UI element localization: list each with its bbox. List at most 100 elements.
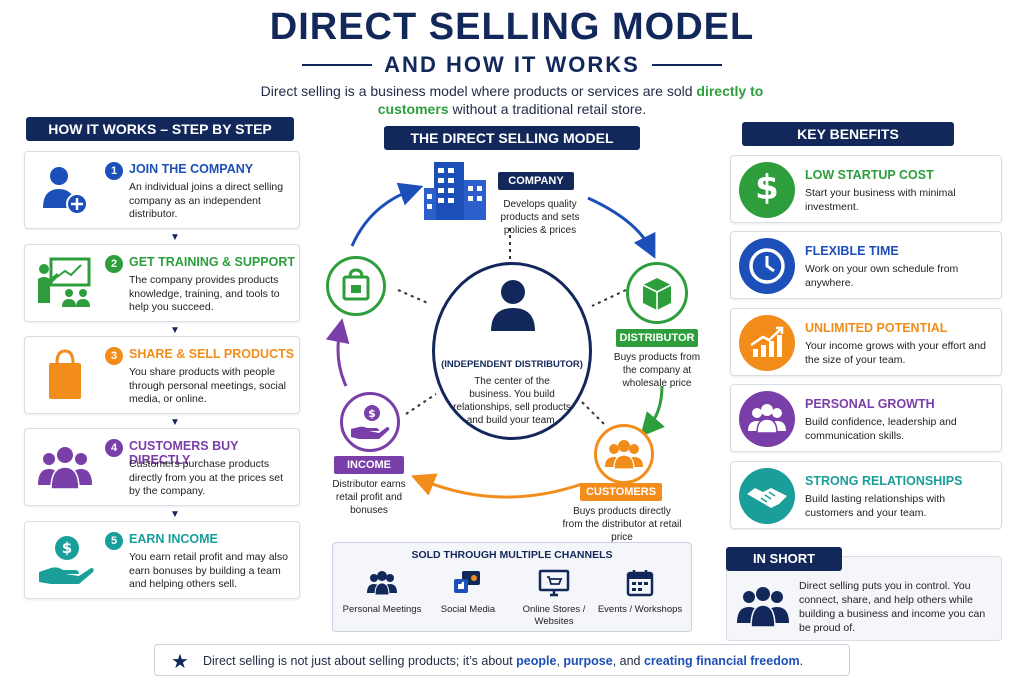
benefit-card-2: FLEXIBLE TIME Work on your own schedule … bbox=[730, 231, 1002, 299]
step-card-5: $ 5 EARN INCOME You earn retail profit a… bbox=[24, 521, 300, 599]
channel-item: Social Media bbox=[425, 569, 511, 616]
benefit-title: FLEXIBLE TIME bbox=[805, 244, 899, 258]
clock-icon bbox=[739, 238, 795, 294]
benefit-card-1: $ LOW STARTUP COST Start your business w… bbox=[730, 155, 1002, 223]
channel-item: Personal Meetings bbox=[339, 569, 425, 616]
step-desc: You share products with people through p… bbox=[129, 366, 287, 405]
footer-purpose: purpose bbox=[563, 654, 613, 668]
model-header: THE DIRECT SELLING MODEL bbox=[384, 126, 640, 150]
money-hand-icon: $ bbox=[39, 536, 94, 584]
step-title: GET TRAINING & SUPPORT bbox=[129, 255, 295, 269]
benefits-header: KEY BENEFITS bbox=[742, 122, 954, 146]
step-card-1: 1 JOIN THE COMPANY An individual joins a… bbox=[24, 151, 300, 229]
step-number: 4 bbox=[105, 439, 123, 457]
step-number: 1 bbox=[105, 162, 123, 180]
step-card-4: 4 CUSTOMERS BUY DIRECTLY Customers purch… bbox=[24, 428, 300, 506]
customers-group-icon bbox=[38, 447, 92, 490]
step-title: JOIN THE COMPANY bbox=[129, 162, 254, 176]
channel-item: Online Stores / Websites bbox=[511, 569, 597, 628]
you-desc: The center of the business. You build re… bbox=[453, 376, 571, 426]
intro-text: Direct selling is a business model where… bbox=[250, 82, 774, 118]
people-icon bbox=[367, 571, 397, 596]
footer-sep: , bbox=[556, 654, 564, 668]
customers-circle bbox=[594, 424, 654, 484]
company-label: COMPANY bbox=[498, 172, 574, 190]
benefit-card-3: UNLIMITED POTENTIAL Your income grows wi… bbox=[730, 308, 1002, 376]
intro-part-2: without a traditional retail store. bbox=[448, 101, 647, 117]
intro-part-1: Direct selling is a business model where… bbox=[260, 83, 697, 99]
subtitle-row: AND HOW IT WORKS bbox=[0, 52, 1024, 78]
income-circle: $ bbox=[340, 392, 400, 452]
you-circle: YOU (INDEPENDENT DISTRIBUTOR) The center… bbox=[432, 262, 592, 440]
channels-title: SOLD THROUGH MULTIPLE CHANNELS bbox=[411, 549, 613, 561]
user-icon bbox=[491, 280, 535, 331]
footer-text: Direct selling is not just about selling… bbox=[203, 654, 803, 668]
online-store-icon bbox=[538, 569, 570, 597]
step-desc: The company provides products knowledge,… bbox=[129, 274, 280, 313]
in-short-text: Direct selling puts you in control. You … bbox=[799, 580, 986, 634]
in-short-title: IN SHORT bbox=[726, 547, 842, 571]
arrow-down-icon: ▼ bbox=[170, 232, 180, 243]
subtitle-divider-left bbox=[302, 64, 373, 66]
product-circle bbox=[326, 256, 386, 316]
step-card-3: 3 SHARE & SELL PRODUCTS You share produc… bbox=[24, 336, 300, 414]
step-desc: Customers purchase products directly fro… bbox=[129, 458, 284, 497]
footer-end: . bbox=[799, 654, 804, 668]
person-add-icon bbox=[43, 167, 88, 215]
page-subtitle: AND HOW IT WORKS bbox=[384, 52, 640, 77]
svg-text:$: $ bbox=[368, 407, 376, 420]
benefit-desc: Start your business with minimal investm… bbox=[805, 187, 956, 213]
you-sublabel: (INDEPENDENT DISTRIBUTOR) bbox=[441, 359, 583, 370]
you-label: YOU bbox=[500, 340, 524, 352]
channel-label: Social Media bbox=[440, 604, 496, 615]
steps-header: HOW IT WORKS – STEP BY STEP bbox=[26, 117, 294, 141]
shopping-bag-icon bbox=[49, 349, 81, 399]
income-label: INCOME bbox=[334, 456, 404, 474]
calendar-icon bbox=[626, 570, 654, 597]
benefit-desc: Your income grows with your effort and t… bbox=[805, 340, 986, 366]
channel-item: Events / Workshops bbox=[597, 569, 683, 616]
step-card-2: 2 GET TRAINING & SUPPORT The company pro… bbox=[24, 244, 300, 322]
step-number: 2 bbox=[105, 255, 123, 273]
distributor-desc: Buys products from the company at wholes… bbox=[613, 352, 701, 389]
team-icon bbox=[737, 587, 789, 628]
step-title: CUSTOMERS BUY DIRECTLY bbox=[129, 439, 239, 467]
customers-label: CUSTOMERS bbox=[580, 483, 662, 501]
company-desc: Develops quality products and sets polic… bbox=[500, 199, 580, 236]
distributor-label: DISTRIBUTOR bbox=[616, 329, 698, 347]
money-hand-icon: $ bbox=[351, 405, 390, 439]
step-title: SHARE & SELL PRODUCTS bbox=[129, 347, 295, 361]
benefit-card-5: STRONG RELATIONSHIPS Build lasting relat… bbox=[730, 461, 1002, 529]
training-board-icon bbox=[38, 257, 91, 307]
subtitle-divider-right bbox=[651, 64, 722, 66]
income-desc: Distributor earns retail profit and bonu… bbox=[332, 479, 406, 516]
footer-banner: ★ Direct selling is not just about selli… bbox=[154, 644, 850, 676]
footer-part: Direct selling is not just about selling… bbox=[203, 654, 517, 668]
arrow-down-icon: ▼ bbox=[170, 509, 180, 520]
benefit-desc: Build lasting relationships with custome… bbox=[805, 493, 946, 519]
group-icon bbox=[739, 391, 795, 447]
cycle-arrows bbox=[325, 182, 665, 499]
page-title: DIRECT SELLING MODEL bbox=[269, 6, 755, 48]
box-icon bbox=[642, 278, 672, 310]
intro-highlight: directly to customers bbox=[377, 83, 764, 117]
arrow-down-icon: ▼ bbox=[170, 325, 180, 336]
channel-label: Online Stores / Websites bbox=[522, 604, 586, 627]
social-media-icon bbox=[454, 571, 480, 593]
benefit-card-4: PERSONAL GROWTH Build confidence, leader… bbox=[730, 384, 1002, 452]
channels-panel: SOLD THROUGH MULTIPLE CHANNELS Personal … bbox=[332, 542, 692, 632]
customers-icon bbox=[605, 440, 643, 470]
channel-label: Personal Meetings bbox=[342, 604, 422, 615]
step-title: EARN INCOME bbox=[129, 532, 218, 546]
svg-text:$: $ bbox=[62, 539, 72, 557]
step-desc: An individual joins a direct selling com… bbox=[129, 181, 284, 220]
distributor-circle bbox=[626, 262, 688, 324]
channel-label: Events / Workshops bbox=[597, 604, 683, 615]
footer-sep: , and bbox=[612, 654, 644, 668]
growth-chart-icon bbox=[739, 315, 795, 371]
benefit-title: PERSONAL GROWTH bbox=[805, 397, 935, 411]
benefit-title: UNLIMITED POTENTIAL bbox=[805, 321, 948, 335]
footer-freedom: creating financial freedom bbox=[643, 654, 800, 668]
shopping-bag-icon bbox=[342, 268, 370, 301]
step-number: 5 bbox=[105, 532, 123, 550]
